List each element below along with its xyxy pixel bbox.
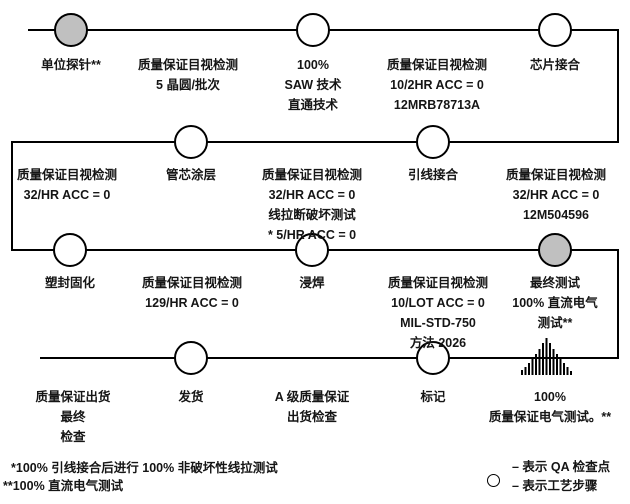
wire-bond-step-circle — [416, 125, 450, 159]
label-line: 32/HR ACC = 0 — [268, 188, 356, 202]
label-line: 发货 — [178, 390, 204, 404]
label-line: 质量保证电气测试。** — [488, 410, 612, 424]
connector-row4-line — [40, 357, 619, 359]
label-line: 质量保证目视检测 — [505, 168, 607, 182]
label-grade-a-outgoing: A 级质量保证 出货检查 — [275, 387, 350, 427]
label-line: 10/LOT ACC = 0 — [391, 296, 485, 310]
label-line: * 5/HR ACC = 0 — [267, 228, 357, 242]
label-die-bond: 芯片接合 — [530, 55, 580, 75]
legend-qa-point: – 表示 QA 检查点 — [512, 460, 611, 474]
label-qa-visual-129hr: 质量保证目视检测 129/HR ACC = 0 — [142, 273, 242, 313]
label-line: 10/2HR ACC = 0 — [390, 78, 484, 92]
label-saw-through: 100% SAW 技术 直通技术 — [285, 55, 342, 115]
label-line: 线拉断破坏测试 — [268, 208, 356, 222]
unit-probe-qa-circle — [54, 13, 88, 47]
label-line: 质量保证出货 — [35, 390, 111, 404]
label-line: 质量保证目视检测 — [137, 58, 239, 72]
label-line: 最终 — [60, 410, 86, 424]
connector-row2-line — [11, 141, 619, 143]
label-line: 质量保证目视检测 — [261, 168, 363, 182]
label-line: 100% 直流电气 — [512, 296, 598, 310]
label-line: 出货检查 — [286, 410, 338, 424]
label-mold-cure: 塑封固化 — [45, 273, 95, 293]
footnote-dc-electrical: **100% 直流电气测试 — [3, 479, 124, 493]
label-line: 塑封固化 — [44, 276, 96, 290]
label-qa-visual-wire-pull: 质量保证目视检测 32/HR ACC = 0 线拉断破坏测试 * 5/HR AC… — [262, 165, 362, 245]
label-wire-bond: 引线接合 — [408, 165, 458, 185]
label-mark: 标记 — [420, 387, 445, 407]
label-line: 质量保证目视检测 — [16, 168, 118, 182]
label-line: 12M504596 — [522, 208, 590, 222]
label-line: 方法 2026 — [409, 336, 467, 350]
label-line: 浸焊 — [299, 276, 325, 290]
label-qa-visual-mil-std-750: 质量保证目视检测 10/LOT ACC = 0 MIL-STD-750 方法 2… — [388, 273, 488, 353]
label-line: 芯片接合 — [529, 58, 581, 72]
label-line: 管芯涂层 — [165, 168, 217, 182]
label-line: MIL-STD-750 — [400, 316, 476, 330]
label-line: 100% — [534, 390, 566, 404]
mold-cure-step-circle — [53, 233, 87, 267]
die-coat-step-circle — [174, 125, 208, 159]
label-line: 标记 — [420, 390, 446, 404]
label-solder-dip: 浸焊 — [299, 273, 324, 293]
histogram-icon — [521, 338, 572, 375]
label-final-test: 最终测试 100% 直流电气 测试** — [512, 273, 597, 333]
label-qa-electrical-test: 100% 质量保证电气测试。** — [489, 387, 611, 427]
label-qa-visual-12m504596: 质量保证目视检测 32/HR ACC = 0 12M504596 — [506, 165, 606, 225]
label-line: A 级质量保证 — [274, 390, 350, 404]
label-line: 直通技术 — [287, 98, 339, 112]
label-ship: 发货 — [178, 387, 203, 407]
label-line: 129/HR ACC = 0 — [145, 296, 239, 310]
label-qa-visual-10-2hr: 质量保证目视检测 10/2HR ACC = 0 12MRB78713A — [387, 55, 487, 115]
label-line: 100% — [297, 58, 329, 72]
connector-right-bottom-vline — [617, 249, 619, 359]
connector-right-top-vline — [617, 29, 619, 143]
footnote-wire-pull: *100% 引线接合后进行 100% 非破坏性线拉测试 — [11, 461, 278, 475]
label-line: 检查 — [60, 430, 86, 444]
solder-dip-step-circle — [295, 233, 329, 267]
label-line: 质量保证目视检测 — [387, 276, 489, 290]
label-line: 最终测试 — [529, 276, 581, 290]
die-bond-step-circle — [538, 13, 572, 47]
label-line: SAW 技术 — [284, 78, 342, 92]
label-line: 12MRB78713A — [393, 98, 481, 112]
label-line: 单位探针** — [41, 58, 101, 72]
label-line: 质量保证目视检测 — [386, 58, 488, 72]
label-qa-final-outgoing: 质量保证出货 最终 检查 — [35, 387, 110, 447]
connector-left-vline — [11, 141, 13, 251]
process-step-circle-icon — [487, 474, 500, 487]
final-test-qa-circle — [538, 233, 572, 267]
label-die-coat: 管芯涂层 — [166, 165, 216, 185]
label-unit-probe: 单位探针** — [41, 55, 101, 75]
label-line: 32/HR ACC = 0 — [512, 188, 600, 202]
saw-through-step-circle — [296, 13, 330, 47]
label-line: 引线接合 — [407, 168, 459, 182]
ship-step-circle — [174, 341, 208, 375]
label-line: 5 晶圆/批次 — [156, 78, 220, 92]
label-qa-visual-wafer: 质量保证目视检测 5 晶圆/批次 — [138, 55, 238, 95]
label-line: 32/HR ACC = 0 — [23, 188, 111, 202]
legend-process-step: – 表示工艺步骤 — [512, 479, 598, 493]
mark-step-circle — [416, 341, 450, 375]
label-qa-visual-32hr-left: 质量保证目视检测 32/HR ACC = 0 — [17, 165, 117, 205]
label-line: 测试** — [537, 316, 573, 330]
label-line: 质量保证目视检测 — [141, 276, 243, 290]
